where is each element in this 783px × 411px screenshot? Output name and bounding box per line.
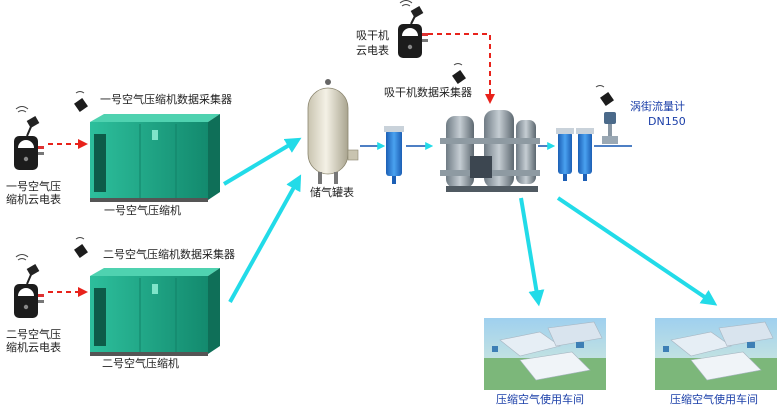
cloud-meter-icon [398,6,428,58]
label-tank: 储气罐表 [310,186,354,199]
signal-lines [48,33,495,297]
flow-arrows [222,137,718,307]
label-dryer-meter: 吸干机云电表 [356,29,389,57]
label-compressor2-meter: 二号空气压缩机云电表 [6,328,61,354]
filter-2 [556,128,574,181]
label-flowmeter: 涡街流量计 [630,100,685,113]
label-compressor1: 一号空气压缩机 [104,204,181,217]
cloud-meter-icon [14,264,44,318]
filter-3 [576,128,594,181]
storage-tank [307,79,359,184]
adsorption-dryer [440,110,540,192]
compressor-2 [90,268,220,356]
cloud-meter-icon [14,116,44,170]
label-dryer-collector: 吸干机数据采集器 [384,86,472,99]
workshop-1 [484,318,606,390]
label-compressor2: 二号空气压缩机 [102,357,179,370]
label-compressor1-collector: 一号空气压缩机数据采集器 [100,93,232,106]
collector-icon [74,63,614,258]
label-flowmeter-size: DN150 [648,115,686,128]
label-compressor1-meter: 一号空气压缩机云电表 [6,180,61,206]
vortex-flowmeter [602,112,618,144]
filter-1 [384,126,404,184]
workshop-2 [655,318,777,390]
label-compressor2-collector: 二号空气压缩机数据采集器 [103,248,235,261]
wireless-antenna-icon [15,0,413,261]
compressor-1 [90,114,220,202]
label-workshop2: 压缩空气使用车间 [670,393,758,406]
label-workshop1: 压缩空气使用车间 [496,393,584,406]
